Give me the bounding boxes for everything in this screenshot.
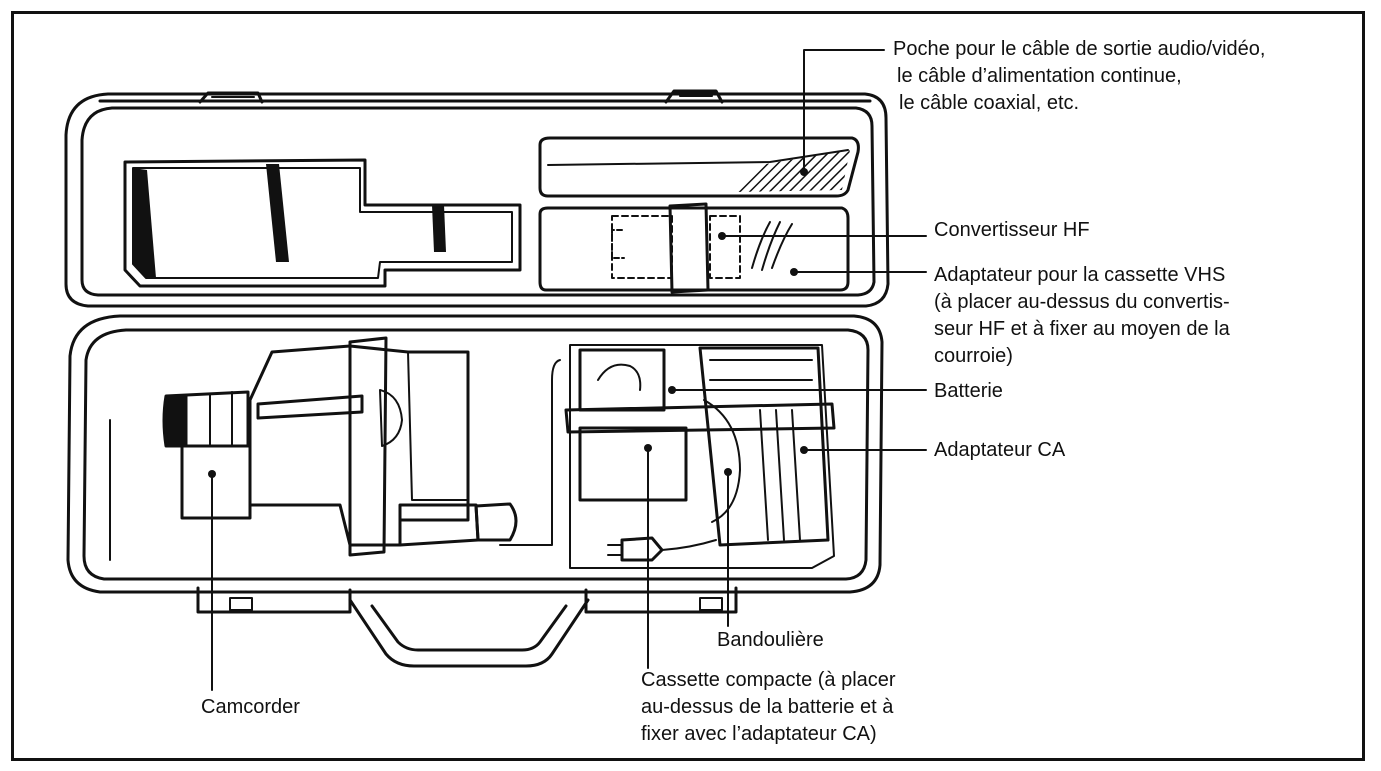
label-battery: Batterie xyxy=(934,378,1003,405)
ac-adapter-ribs xyxy=(759,409,801,541)
label-shoulder-strap: Bandoulière xyxy=(717,627,824,654)
lid-recess-shadow-right xyxy=(432,205,446,252)
latch-right-button xyxy=(699,597,723,611)
label-rf-converter: Convertisseur HF xyxy=(934,217,1090,244)
accessory-recess xyxy=(569,344,835,569)
power-plug xyxy=(620,536,664,562)
label-vhs-adapter-line-3: seur HF et à fixer au moyen de la xyxy=(934,318,1230,340)
camcorder-recess xyxy=(109,359,561,561)
label-battery-line-1: Batterie xyxy=(934,380,1003,402)
lid-tab-right xyxy=(664,89,724,104)
leader-dot-battery xyxy=(668,386,676,394)
label-cable-pocket-line-2: le câble d’alimentation continue, xyxy=(897,65,1182,87)
accessory-area xyxy=(564,344,836,569)
camcorder-lens-ring xyxy=(163,394,188,448)
lid-tab-left xyxy=(198,91,264,104)
latch-left-button xyxy=(229,597,253,611)
camcorder-eyecup xyxy=(474,502,518,542)
label-cable-pocket-line-3: le câble coaxial, etc. xyxy=(899,92,1080,114)
lid-outer-shell xyxy=(64,92,890,308)
leader-dot-camcorder xyxy=(208,470,216,478)
lid-recess-shadow-mid xyxy=(266,164,289,262)
camcorder xyxy=(162,336,518,557)
camcorder-handle-top xyxy=(256,394,364,420)
label-camcorder: Camcorder xyxy=(201,694,300,721)
lid-recess-shadow-left xyxy=(133,168,156,278)
leader-pocket xyxy=(803,49,885,173)
battery-pack xyxy=(578,426,688,502)
label-camcorder-line-1: Camcorder xyxy=(201,696,300,718)
carrying-handle-inner xyxy=(370,604,568,652)
label-ac-adapter: Adaptateur CA xyxy=(934,437,1065,464)
cable-pocket-hatching xyxy=(735,150,850,192)
case-lid xyxy=(64,89,890,308)
camcorder-body xyxy=(248,344,470,547)
rf-converter-cable-coil xyxy=(751,221,793,271)
base-inner-rim xyxy=(82,328,870,581)
compact-cassette-adapter xyxy=(578,348,666,412)
leader-dot-compact-cassette xyxy=(644,444,652,452)
camcorder-front-block xyxy=(180,444,252,520)
shoulder-strap-coil xyxy=(703,399,741,523)
label-vhs-adapter-line-1: Adaptateur pour la cassette VHS xyxy=(934,264,1226,286)
leader-dot-shoulder-strap xyxy=(724,468,732,476)
compact-cassette-reel xyxy=(597,363,642,391)
leader-lines xyxy=(211,49,927,691)
label-ac-adapter-line-1: Adaptateur CA xyxy=(934,439,1066,461)
case-base xyxy=(66,314,884,668)
camcorder-cassette-door xyxy=(379,389,403,447)
label-cable-pocket: Poche pour le câble de sortie audio/vidé… xyxy=(893,36,1265,117)
label-shoulder-strap-line-1: Bandoulière xyxy=(717,629,824,651)
leader-dot-vhs-adapter xyxy=(790,268,798,276)
camcorder-strap xyxy=(348,336,388,557)
lid-recess-inner xyxy=(132,167,513,279)
label-rf-converter-line-1: Convertisseur HF xyxy=(934,219,1090,241)
rf-converter-lead xyxy=(611,229,625,259)
leader-dot-pocket xyxy=(800,168,808,176)
rf-converter-outline xyxy=(709,215,741,279)
base-outer-shell xyxy=(66,314,884,594)
lid-strap xyxy=(668,202,710,294)
cable-pocket-fold xyxy=(547,149,849,166)
leader-dot-rf-converter xyxy=(718,232,726,240)
label-vhs-adapter: Adaptateur pour la cassette VHS (à place… xyxy=(934,262,1230,370)
label-compact-cassette-line-2: au-dessus de la batterie et à xyxy=(641,696,894,718)
carrying-handle xyxy=(348,598,590,668)
diagram-frame xyxy=(11,11,1365,761)
label-vhs-adapter-line-2: (à placer au-dessus du convertis- xyxy=(934,291,1230,313)
ac-adapter xyxy=(698,346,830,547)
lid-inner-rim xyxy=(80,106,876,297)
vhs-adapter-outline xyxy=(611,215,673,279)
camcorder-viewfinder xyxy=(398,503,480,547)
power-plug-prongs xyxy=(607,544,623,556)
label-compact-cassette-line-1: Cassette compacte (à placer xyxy=(641,669,896,691)
camcorder-side-panel xyxy=(407,351,469,501)
cable-pocket xyxy=(538,136,860,198)
ac-adapter-top xyxy=(709,359,813,381)
label-vhs-adapter-line-4: courroie) xyxy=(934,345,1013,367)
accessory-strap xyxy=(564,402,836,434)
lid-camcorder-recess xyxy=(123,158,522,288)
label-compact-cassette: Cassette compacte (à placer au-dessus de… xyxy=(641,667,896,748)
power-cord xyxy=(661,539,717,551)
leader-dot-ac-adapter xyxy=(800,446,808,454)
rf-converter-compartment xyxy=(538,206,850,292)
leader-dots xyxy=(208,168,808,478)
label-cable-pocket-line-1: Poche pour le câble de sortie audio/vidé… xyxy=(893,38,1266,60)
label-compact-cassette-line-3: fixer avec l’adaptateur CA) xyxy=(641,723,877,745)
